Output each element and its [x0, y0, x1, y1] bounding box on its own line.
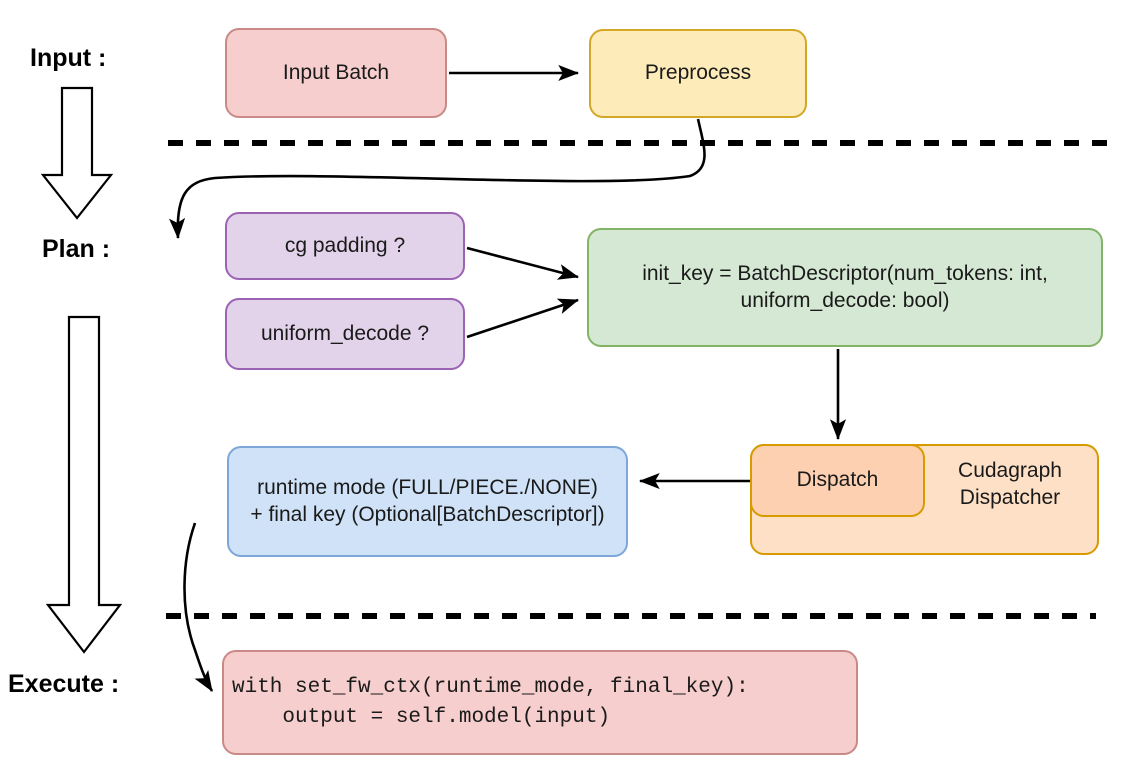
node-init-key-line-2: uniform_decode: bool) [740, 288, 950, 312]
node-execute-code-line-1: with set_fw_ctx(runtime_mode, final_key)… [232, 675, 749, 699]
node-init-key-line-1: init_key = BatchDescriptor(num_tokens: i… [642, 261, 1048, 285]
node-dispatch[interactable]: Dispatch [750, 444, 925, 517]
connector-cg-padding-to-init-key [466, 246, 580, 280]
connector-runtime-mode-to-execute-code [183, 522, 214, 692]
stage-label-plan: Plan : [42, 235, 111, 263]
input-stage-block-arrow [40, 86, 114, 220]
node-runtime-mode-line-1: runtime mode (FULL/PIECE./NONE) [257, 475, 598, 499]
node-cudagraph-dispatcher-line-2: Dispatcher [959, 485, 1061, 509]
node-runtime-mode[interactable]: runtime mode (FULL/PIECE./NONE) + final … [227, 446, 628, 557]
node-cudagraph-dispatcher-line-1: Cudagraph [958, 459, 1062, 482]
node-execute-code[interactable]: with set_fw_ctx(runtime_mode, final_key)… [222, 650, 858, 755]
node-runtime-mode-line-2: + final key (Optional[BatchDescriptor]) [250, 502, 605, 526]
stage-label-execute: Execute : [8, 670, 120, 698]
plan-stage-block-arrow [45, 315, 123, 654]
node-dispatch-label: Dispatch [796, 468, 879, 492]
node-preprocess-label: Preprocess [644, 61, 752, 85]
node-uniform-decode[interactable]: uniform_decode ? [225, 298, 465, 370]
node-cg-padding[interactable]: cg padding ? [225, 212, 465, 280]
node-execute-code-line-2: output = self.model(input) [232, 705, 611, 729]
node-cudagraph-dispatcher[interactable]: Cudagraph Dispatcher Dispatch [750, 444, 1099, 555]
node-input-batch[interactable]: Input Batch [225, 28, 447, 118]
node-uniform-decode-label: uniform_decode ? [260, 321, 430, 345]
stage-label-input: Input : [30, 44, 107, 72]
node-input-batch-label: Input Batch [282, 60, 390, 84]
node-cudagraph-dispatcher-label: Cudagraph Dispatcher [935, 458, 1085, 512]
node-preprocess[interactable]: Preprocess [589, 29, 807, 118]
node-init-key[interactable]: init_key = BatchDescriptor(num_tokens: i… [587, 228, 1103, 347]
connector-uniform-decode-to-init-key [466, 298, 579, 339]
node-cg-padding-label: cg padding ? [284, 233, 406, 257]
